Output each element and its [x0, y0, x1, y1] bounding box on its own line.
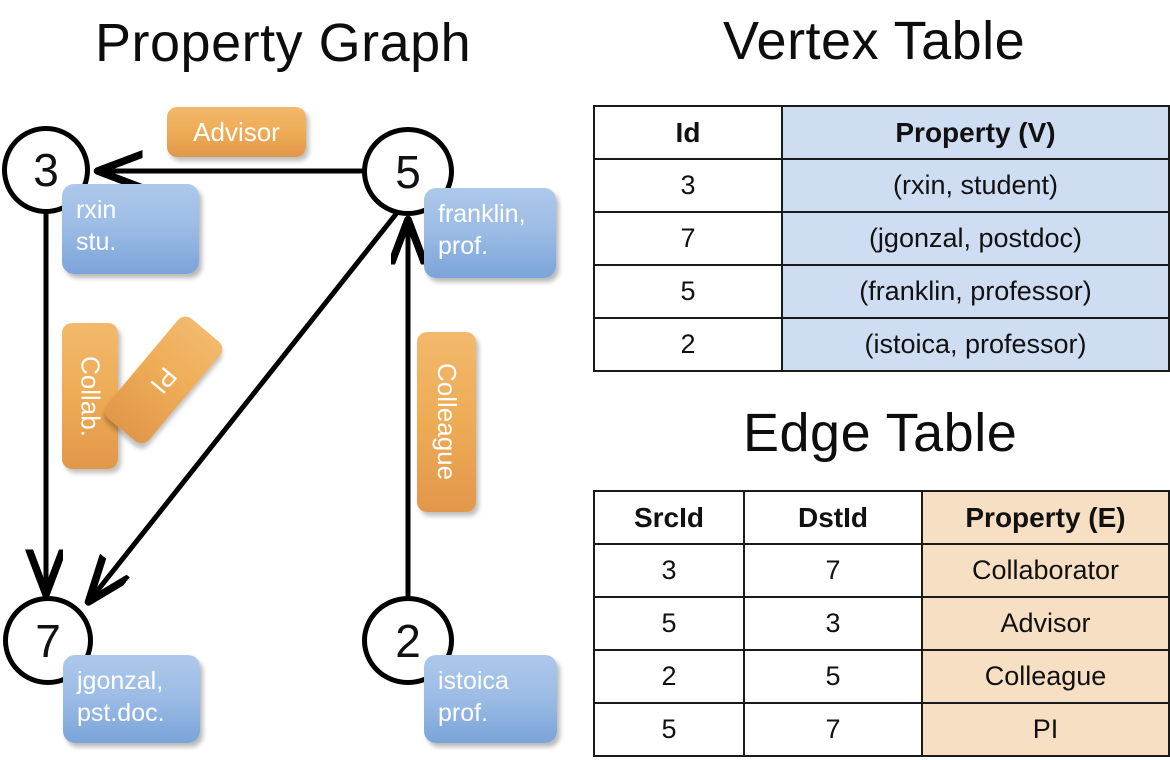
- vertex-table: Id Property (V) 3 (rxin, student) 7 (jgo…: [593, 105, 1170, 372]
- edge-cell-property: Advisor: [921, 596, 1170, 651]
- vertex-cell-id: 5: [593, 264, 783, 319]
- vertex-cell-id: 2: [593, 317, 783, 372]
- vertex-cell-property: (jgonzal, postdoc): [781, 211, 1170, 266]
- table-row[interactable]: 3 7 Collaborator: [593, 543, 1170, 598]
- edge-label-colleague[interactable]: Colleague: [417, 332, 476, 512]
- edge-label-collab-text: Collab.: [75, 355, 106, 437]
- edge-cell-srcid: 5: [593, 596, 745, 651]
- edge-label-collab[interactable]: Collab.: [62, 323, 118, 469]
- table-row[interactable]: 3 (rxin, student): [593, 158, 1170, 213]
- table-row[interactable]: 7 (jgonzal, postdoc): [593, 211, 1170, 266]
- table-row[interactable]: 5 7 PI: [593, 702, 1170, 757]
- vertex-table-header-id: Id: [593, 105, 783, 160]
- edge-cell-srcid: 5: [593, 702, 745, 757]
- edge-cell-property: Collaborator: [921, 543, 1170, 598]
- edge-5-to-7-pi: [90, 207, 402, 600]
- graph-node-3-label: 3: [33, 144, 59, 196]
- edge-table-header-dstid: DstId: [743, 490, 923, 545]
- graph-node-7-label: 7: [35, 614, 61, 667]
- edge-table: SrcId DstId Property (E) 3 7 Collaborato…: [593, 490, 1170, 757]
- edge-cell-dstid: 7: [743, 543, 923, 598]
- edge-table-header-property: Property (E): [921, 490, 1170, 545]
- edge-table-header-srcid: SrcId: [593, 490, 745, 545]
- vertex-table-header-property: Property (V): [781, 105, 1170, 160]
- node-5-property-line2: prof.: [438, 232, 489, 260]
- edge-label-pi-text: PI: [144, 361, 184, 400]
- vertex-cell-id: 3: [593, 158, 783, 213]
- edge-cell-srcid: 3: [593, 543, 745, 598]
- node-2-property-line1: istoica: [438, 667, 509, 695]
- edge-cell-dstid: 7: [743, 702, 923, 757]
- table-row[interactable]: 2 (istoica, professor): [593, 317, 1170, 372]
- vertex-cell-property: (istoica, professor): [781, 317, 1170, 372]
- edge-cell-srcid: 2: [593, 649, 745, 704]
- page-title-edge-table: Edge Table: [743, 403, 1018, 463]
- table-row[interactable]: 5 (franklin, professor): [593, 264, 1170, 319]
- vertex-cell-property: (rxin, student): [781, 158, 1170, 213]
- edge-cell-property: PI: [921, 702, 1170, 757]
- page-title-property-graph: Property Graph: [95, 13, 472, 73]
- node-3-property-box[interactable]: rxin stu.: [62, 184, 199, 274]
- node-7-property-line1: jgonzal,: [77, 667, 164, 695]
- graph-node-5[interactable]: 5: [362, 127, 454, 216]
- edge-label-advisor[interactable]: Advisor: [167, 107, 306, 157]
- edge-cell-dstid: 5: [743, 649, 923, 704]
- node-3-property-line1: rxin: [76, 196, 117, 224]
- edge-table-header-row: SrcId DstId Property (E): [593, 490, 1170, 545]
- table-row[interactable]: 5 3 Advisor: [593, 596, 1170, 651]
- vertex-cell-property: (franklin, professor): [781, 264, 1170, 319]
- property-graph-diagram: 3 5 7 2 rxin stu. franklin, prof. jgonza…: [0, 0, 585, 760]
- vertex-table-header-row: Id Property (V): [593, 105, 1170, 160]
- graph-node-5-label: 5: [395, 145, 421, 198]
- graph-node-2[interactable]: 2: [362, 596, 454, 685]
- edge-label-colleague-text: Colleague: [432, 363, 462, 481]
- node-7-property-line2: pst.doc.: [77, 699, 165, 727]
- edge-label-advisor-text: Advisor: [193, 116, 280, 147]
- vertex-cell-id: 7: [593, 211, 783, 266]
- edge-cell-dstid: 3: [743, 596, 923, 651]
- graph-edges-svg: [0, 0, 585, 760]
- node-5-property-box[interactable]: franklin, prof.: [424, 188, 556, 278]
- node-7-property-box[interactable]: jgonzal, pst.doc.: [63, 655, 200, 743]
- node-3-property-line2: stu.: [76, 228, 117, 256]
- table-row[interactable]: 2 5 Colleague: [593, 649, 1170, 704]
- node-2-property-line2: prof.: [438, 699, 489, 727]
- edge-cell-property: Colleague: [921, 649, 1170, 704]
- node-2-property-box[interactable]: istoica prof.: [424, 655, 557, 743]
- node-5-property-line1: franklin,: [438, 200, 526, 228]
- graph-node-2-label: 2: [395, 614, 421, 667]
- page-title-vertex-table: Vertex Table: [723, 11, 1026, 71]
